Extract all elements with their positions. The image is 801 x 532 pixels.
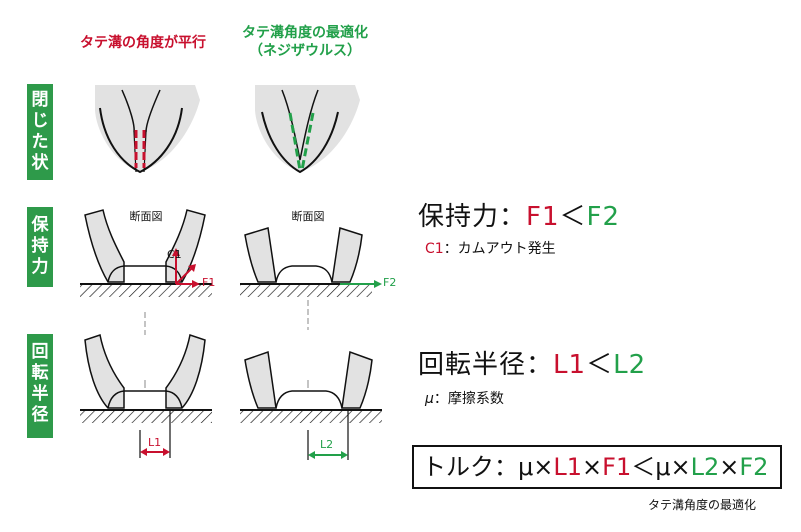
closed-tip-optimized [255, 85, 360, 174]
torque-op: ＜ [631, 453, 656, 481]
row-label-holding-force: 保 持 力 [27, 207, 53, 287]
friction-note: μ：摩擦系数 [425, 388, 504, 408]
cross-section-label: 断面図 [130, 209, 163, 223]
torque-mu: μ [655, 453, 671, 481]
caption: タテ溝角度の最適化 [648, 498, 757, 512]
column-title-parallel: タテ溝の角度が平行 [80, 35, 206, 51]
torque-f2: F2 [739, 453, 769, 481]
row-label-char: 閉 [31, 90, 49, 110]
row-label-char: 半 [31, 384, 49, 404]
radius-formula-l2: L2 [613, 350, 647, 380]
friction-symbol: μ [425, 391, 434, 407]
groove-line-angled [288, 112, 302, 171]
groove-line-angled [300, 112, 315, 171]
row-label-rotation-radius: 回 転 半 径 [27, 334, 53, 438]
row-label-char: じ [31, 111, 49, 131]
torque-times: × [670, 453, 691, 481]
holding-formula-label: 保持力 [418, 202, 500, 232]
torque-times: × [582, 453, 603, 481]
holding-formula-sep: ： [499, 202, 527, 232]
torque-formula-box: トルク：μ×L1×F1＜μ×L2×F2 [412, 445, 782, 489]
torque-times: × [533, 453, 554, 481]
holding-diagram-parallel [80, 209, 212, 297]
closed-tip-parallel [95, 85, 200, 174]
column-title-optimized-line1: タテ溝角度の最適化 [242, 25, 368, 41]
holding-formula-f2: F2 [586, 202, 621, 232]
radius-formula-label: 回転半径 [418, 350, 527, 380]
row-label-char: 持 [31, 236, 49, 256]
rotation-radius-formula: 回転半径：L1＜L2 [418, 344, 646, 381]
l1-label: L1 [148, 436, 161, 449]
c1-label: C1 [167, 248, 182, 261]
cross-section-label: 断面図 [292, 209, 325, 223]
row-label-char: 保 [31, 215, 49, 235]
radius-diagram-parallel [80, 312, 212, 458]
torque-f1: F1 [602, 453, 632, 481]
row-label-char: 転 [31, 363, 49, 383]
column-title-optimized-line2: （ネジザウルス） [249, 43, 361, 59]
cam-out-note: C1：カムアウト発生 [425, 238, 556, 258]
row-label-char: 状 [31, 153, 49, 173]
row-label-char: 回 [31, 342, 49, 362]
row-label-char: 力 [31, 257, 49, 277]
row-label-char: 径 [31, 405, 49, 425]
holding-diagram-optimized [240, 227, 382, 297]
cam-out-text: ：カムアウト発生 [443, 241, 556, 257]
holding-formula-op: ＜ [559, 202, 587, 232]
radius-diagram-optimized [240, 300, 382, 460]
radius-formula-l1: L1 [553, 350, 587, 380]
row-label-char: た [31, 132, 49, 152]
friction-text: ：摩擦系数 [433, 391, 504, 407]
torque-l1: L1 [553, 453, 583, 481]
cam-out-term: C1 [425, 241, 444, 257]
torque-mu: μ [518, 453, 534, 481]
f1-label: F1 [202, 276, 215, 289]
l2-label: L2 [320, 438, 333, 451]
radius-formula-op: ＜ [586, 350, 614, 380]
torque-l2: L2 [690, 453, 720, 481]
radius-formula-sep: ： [526, 350, 554, 380]
torque-times: × [719, 453, 740, 481]
holding-formula-f1: F1 [526, 202, 560, 232]
torque-label: トルク： [422, 453, 518, 481]
f2-label: F2 [383, 276, 396, 289]
row-label-closed-state: 閉 じ た 状 [27, 84, 53, 180]
holding-force-formula: 保持力：F1＜F2 [418, 196, 620, 233]
column-title-optimized: タテ溝角度の最適化 （ネジザウルス） [205, 24, 405, 60]
